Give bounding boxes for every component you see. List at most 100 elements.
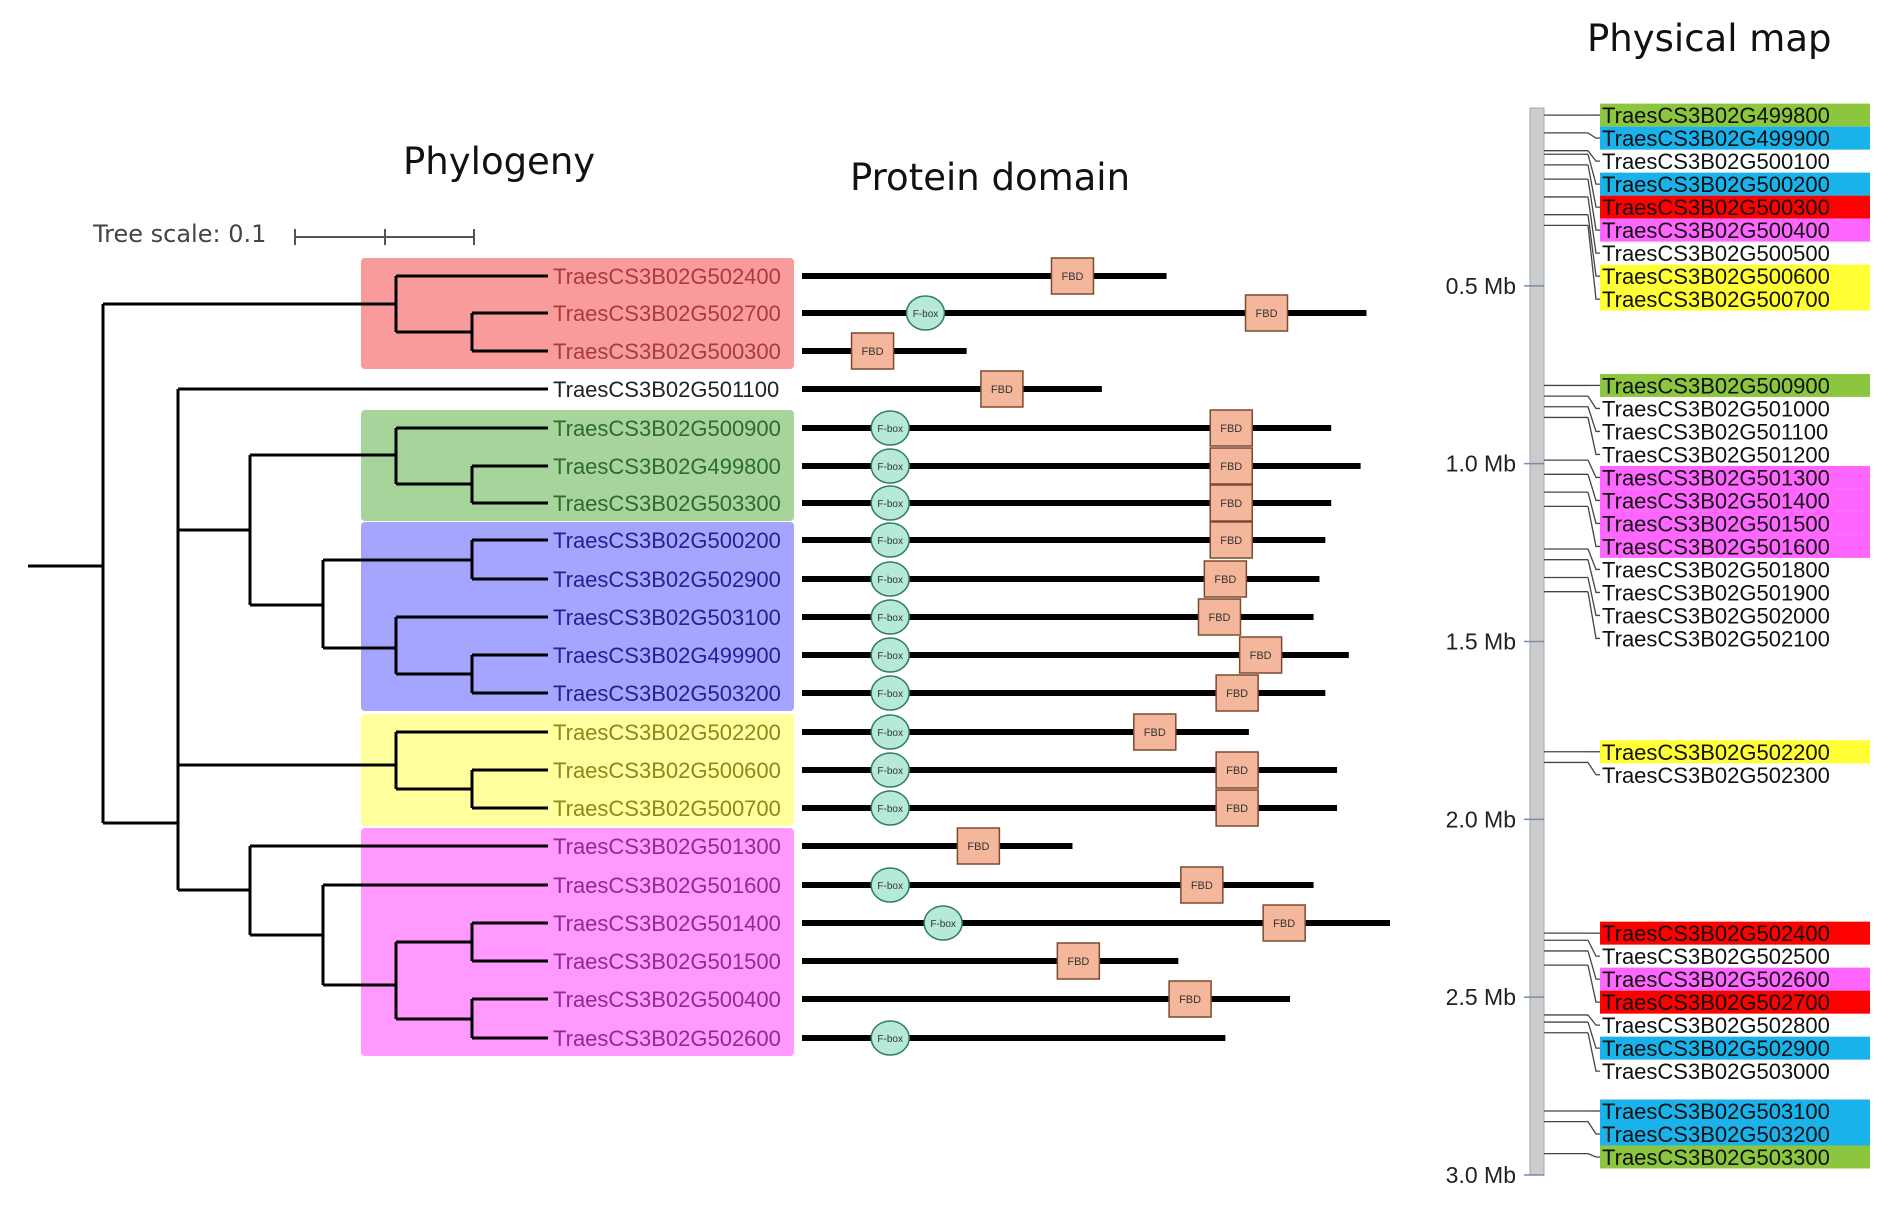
fbox-domain-label: F-box (913, 309, 939, 320)
map-gene-TraesCS3B02G502700: TraesCS3B02G502700 (1544, 964, 1870, 1015)
map-gene-label: TraesCS3B02G502900 (1602, 1036, 1830, 1061)
leaf-label: TraesCS3B02G500700 (553, 796, 781, 821)
leaf-label: TraesCS3B02G503100 (553, 605, 781, 630)
clade-box-red (361, 258, 794, 369)
leaf-label: TraesCS3B02G500900 (553, 416, 781, 441)
map-gene-TraesCS3B02G500300: TraesCS3B02G500300 (1544, 164, 1870, 220)
fbd-domain (1133, 713, 1177, 751)
phylogeny-header: Phylogeny (403, 140, 596, 183)
map-gene-label: TraesCS3B02G502800 (1602, 1013, 1830, 1038)
map-gene-TraesCS3B02G502100: TraesCS3B02G502100 (1544, 591, 1830, 651)
fbd-domain-label: FBD (1214, 574, 1236, 586)
fbox-domain (870, 448, 910, 484)
map-gene-label: TraesCS3B02G501400 (1602, 488, 1830, 513)
map-connector (1587, 406, 1600, 433)
map-gene-TraesCS3B02G502800: TraesCS3B02G502800 (1544, 1013, 1830, 1038)
map-gene-highlight (1600, 921, 1870, 945)
fbox-domain-label: F-box (877, 651, 903, 662)
fbox-domain-label: F-box (877, 766, 903, 777)
map-gene-label: TraesCS3B02G503100 (1602, 1099, 1830, 1124)
fbd-domain-label: FBD (1250, 650, 1272, 662)
fbox-domain (870, 599, 910, 635)
fbd-domain (1209, 447, 1253, 485)
map-gene-TraesCS3B02G500400: TraesCS3B02G500400 (1544, 178, 1870, 243)
map-gene-label: TraesCS3B02G503200 (1602, 1122, 1830, 1147)
map-connector (1587, 939, 1600, 957)
map-connector (1587, 491, 1600, 525)
map-gene-TraesCS3B02G502200: TraesCS3B02G502200 (1544, 740, 1870, 765)
map-gene-TraesCS3B02G502300: TraesCS3B02G502300 (1544, 761, 1830, 788)
protein-TraesCS3B02G500300: FBD (802, 332, 967, 370)
map-gene-highlight (1600, 172, 1870, 196)
protein-TraesCS3B02G500200: FBD F-box (802, 521, 1326, 559)
map-gene-label: TraesCS3B02G499900 (1602, 126, 1830, 151)
map-gene-TraesCS3B02G500200: TraesCS3B02G500200 (1544, 153, 1870, 197)
map-gene-TraesCS3B02G502600: TraesCS3B02G502600 (1544, 950, 1870, 992)
axis-tick-label: 1.5 Mb (1446, 629, 1516, 655)
fbd-domain-label: FBD (1220, 535, 1242, 547)
fbox-domain (870, 867, 910, 903)
leaf-label: TraesCS3B02G499900 (553, 643, 781, 668)
fbox-domain-label: F-box (877, 804, 903, 815)
map-gene-highlight (1600, 1099, 1870, 1123)
map-gene-TraesCS3B02G499800: TraesCS3B02G499800 (1544, 103, 1870, 128)
tree-scale-bar (294, 229, 475, 245)
fbox-domain-label: F-box (877, 536, 903, 547)
axis-tick-label: 2.0 Mb (1446, 806, 1516, 832)
fbd-domain-label: FBD (1226, 688, 1248, 700)
fbox-domain-label: F-box (877, 499, 903, 510)
map-gene-TraesCS3B02G501500: TraesCS3B02G501500 (1544, 491, 1870, 536)
protein-TraesCS3B02G499900: FBD F-box (802, 636, 1349, 674)
leaf-label: TraesCS3B02G501100 (553, 377, 779, 402)
protein-TraesCS3B02G500400: FBD (802, 980, 1291, 1018)
clade-box-green (361, 410, 794, 521)
protein-TraesCS3B02G502900: FBD F-box (802, 560, 1320, 598)
map-gene-highlight (1600, 218, 1870, 242)
map-gene-TraesCS3B02G501200: TraesCS3B02G501200 (1544, 416, 1830, 467)
map-gene-label: TraesCS3B02G502000 (1602, 603, 1830, 628)
map-gene-label: TraesCS3B02G502100 (1602, 626, 1830, 651)
map-gene-label: TraesCS3B02G501500 (1602, 511, 1830, 536)
map-gene-label: TraesCS3B02G502500 (1602, 944, 1830, 969)
fbd-domain (1209, 409, 1253, 447)
map-gene-highlight (1600, 511, 1870, 535)
map-gene-label: TraesCS3B02G501300 (1602, 465, 1830, 490)
map-gene-highlight (1600, 195, 1870, 219)
map-gene-TraesCS3B02G500700: TraesCS3B02G500700 (1544, 224, 1870, 312)
fbox-domain-label: F-box (877, 613, 903, 624)
map-gene-highlight (1600, 287, 1870, 311)
map-gene-highlight (1600, 740, 1870, 764)
map-connector (1587, 577, 1600, 617)
map-gene-label: TraesCS3B02G502300 (1602, 763, 1830, 788)
map-gene-highlight (1600, 1036, 1870, 1060)
fbd-domain (1203, 560, 1248, 598)
map-gene-highlight (1600, 990, 1870, 1014)
physical-map-header: Physical map (1587, 17, 1832, 60)
fbd-domain (1215, 789, 1259, 827)
protein-TraesCS3B02G501300: FBD (802, 827, 1073, 865)
fbox-domain (870, 485, 910, 521)
map-connector (1587, 154, 1600, 185)
fbd-domain-label: FBD (1226, 803, 1248, 815)
axis-tick-label: 0.5 Mb (1446, 273, 1516, 299)
map-gene-TraesCS3B02G501100: TraesCS3B02G501100 (1544, 406, 1828, 444)
fbd-domain-label: FBD (1191, 880, 1213, 892)
map-gene-label: TraesCS3B02G500500 (1602, 241, 1830, 266)
fbox-domain (870, 410, 910, 446)
fbox-domain-label: F-box (877, 462, 903, 473)
fbox-domain (870, 790, 910, 826)
fbox-domain-label: F-box (877, 575, 903, 586)
map-gene-label: TraesCS3B02G503300 (1602, 1145, 1830, 1170)
fbox-domain (870, 675, 910, 711)
map-gene-label: TraesCS3B02G501800 (1602, 557, 1830, 582)
fbd-domain-label: FBD (1256, 308, 1278, 320)
fbd-domain-label: FBD (1179, 994, 1201, 1006)
map-connector (1587, 506, 1600, 548)
fbox-domain-label: F-box (877, 728, 903, 739)
map-gene-TraesCS3B02G501900: TraesCS3B02G501900 (1544, 559, 1830, 605)
map-connector (1587, 950, 1600, 980)
axis-tick-label: 1.0 Mb (1446, 451, 1516, 477)
